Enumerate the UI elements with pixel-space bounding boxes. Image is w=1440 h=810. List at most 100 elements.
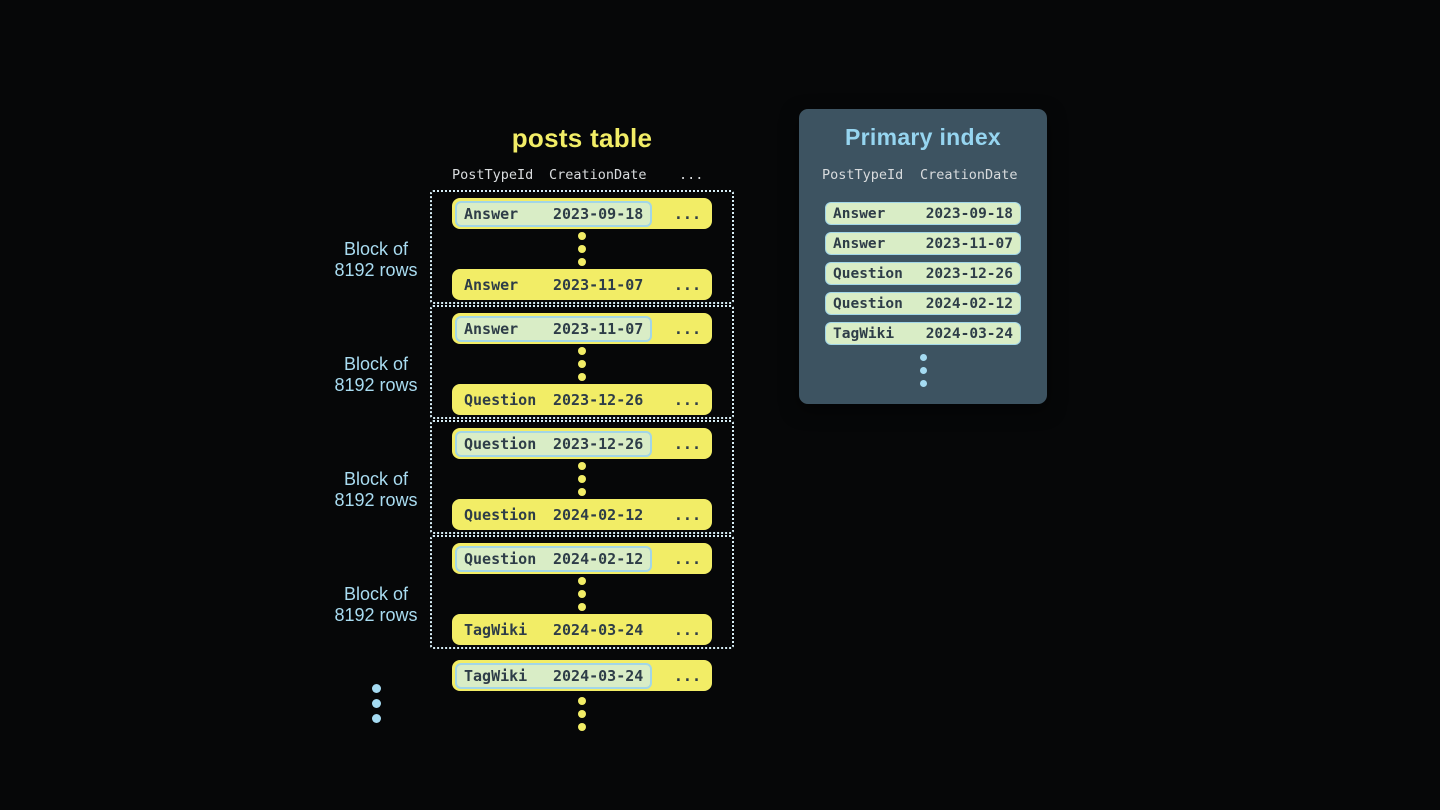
dot <box>578 590 586 598</box>
table-row: Answer 2023-11-07 ... <box>452 313 712 344</box>
index-row: Answer 2023-11-07 <box>825 232 1021 255</box>
index-row: Question 2023-12-26 <box>825 262 1021 285</box>
block-label-line2: 8192 rows <box>334 605 418 625</box>
post-type-cell: Answer <box>833 205 886 222</box>
block-label-line1: Block of <box>343 469 409 489</box>
dot <box>578 697 586 705</box>
dot <box>578 373 586 381</box>
dot <box>578 258 586 266</box>
index-row: TagWiki 2024-03-24 <box>825 322 1021 345</box>
post-type-cell: Question <box>464 549 537 568</box>
indexed-key-highlight: Answer 2023-09-18 <box>455 200 653 227</box>
creation-date-cell: 2024-02-12 <box>553 505 644 524</box>
block-label-line2: 8192 rows <box>334 490 418 510</box>
post-type-cell: Question <box>833 295 903 312</box>
block-label-4: Block of 8192 rows <box>280 584 472 626</box>
creation-date-cell: 2023-09-18 <box>553 204 644 223</box>
post-type-cell: Answer <box>833 235 886 252</box>
block-label-line1: Block of <box>343 354 409 374</box>
primary-index-column-headers: PostTypeId CreationDate <box>799 167 1047 185</box>
row-more-columns: ... <box>673 319 701 338</box>
table-row: Answer 2023-09-18 ... <box>452 198 712 229</box>
row-more-columns: ... <box>673 204 701 223</box>
ellipsis-dots-yellow <box>578 232 586 266</box>
ellipsis-dots-yellow <box>578 347 586 381</box>
ellipsis-dots-yellow <box>578 577 586 611</box>
creation-date-cell: 2023-12-26 <box>553 434 644 453</box>
creation-date-cell: 2024-03-24 <box>553 620 644 639</box>
indexed-key-highlight: Question 2023-12-26 <box>455 430 653 457</box>
creation-date-cell: 2023-09-18 <box>925 205 1013 222</box>
post-type-cell: Question <box>464 505 537 524</box>
creation-date-cell: 2023-11-07 <box>925 235 1013 252</box>
block-label-line1: Block of <box>343 239 409 259</box>
posts-header-more-columns: ... <box>679 167 704 183</box>
row-more-columns: ... <box>673 505 701 524</box>
row-cells: Question 2024-02-12 <box>455 502 652 528</box>
block-label-2: Block of 8192 rows <box>280 354 472 396</box>
dot <box>578 462 586 470</box>
row-block-1: Answer 2023-09-18 ... Answer 2023-11-07 … <box>430 190 734 304</box>
block-label-line2: 8192 rows <box>334 260 418 280</box>
block-label-line2: 8192 rows <box>334 375 418 395</box>
post-type-cell: TagWiki <box>833 325 895 342</box>
row-more-columns: ... <box>673 434 701 453</box>
post-type-cell: Question <box>464 390 537 409</box>
creation-date-cell: 2023-12-26 <box>553 390 644 409</box>
dot <box>919 367 927 374</box>
table-row: Question 2023-12-26 ... <box>452 428 712 459</box>
creation-date-cell: 2024-02-12 <box>553 549 644 568</box>
posts-table-column-headers: PostTypeId CreationDate ... <box>452 167 732 185</box>
row-cells: Question 2023-12-26 <box>455 387 652 413</box>
dot <box>919 380 927 387</box>
table-row: Answer 2023-11-07 ... <box>452 269 712 300</box>
more-rows-dots-yellow <box>578 697 586 731</box>
dot <box>578 603 586 611</box>
dot <box>578 245 586 253</box>
table-row: Question 2024-02-12 ... <box>452 543 712 574</box>
post-type-cell: Answer <box>464 319 519 338</box>
posts-header-posttypeid: PostTypeId <box>452 167 534 183</box>
creation-date-cell: 2024-02-12 <box>925 295 1013 312</box>
dot <box>578 488 586 496</box>
table-row: Question 2023-12-26 ... <box>452 384 712 415</box>
dot <box>371 684 381 693</box>
block-label-3: Block of 8192 rows <box>280 469 472 511</box>
dot <box>578 232 586 240</box>
dot <box>578 347 586 355</box>
posts-header-creationdate: CreationDate <box>549 167 647 183</box>
row-cells: TagWiki 2024-03-24 <box>455 617 652 643</box>
indexed-key-highlight: Answer 2023-11-07 <box>455 315 653 342</box>
posts-table-title: posts table <box>511 123 653 153</box>
post-type-cell: Question <box>464 434 537 453</box>
dot <box>578 360 586 368</box>
index-row: Answer 2023-09-18 <box>825 202 1021 225</box>
index-header-creationdate: CreationDate <box>920 167 1018 183</box>
row-more-columns: ... <box>673 549 701 568</box>
creation-date-cell: 2023-11-07 <box>553 275 644 294</box>
indexed-key-highlight: TagWiki 2024-03-24 <box>455 662 653 689</box>
dot <box>578 723 586 731</box>
creation-date-cell: 2023-12-26 <box>925 265 1013 282</box>
post-type-cell: TagWiki <box>464 620 528 639</box>
index-header-posttypeid: PostTypeId <box>822 167 904 183</box>
dot <box>578 710 586 718</box>
table-row: Question 2024-02-12 ... <box>452 499 712 530</box>
row-more-columns: ... <box>673 666 701 685</box>
creation-date-cell: 2024-03-24 <box>925 325 1013 342</box>
ellipsis-dots-yellow <box>578 462 586 496</box>
primary-index-rows: Answer 2023-09-18 Answer 2023-11-07 Ques… <box>825 202 1021 345</box>
dot <box>578 475 586 483</box>
primary-index-panel: Primary index PostTypeId CreationDate An… <box>799 109 1047 404</box>
dot <box>578 577 586 585</box>
block-label-1: Block of 8192 rows <box>280 239 472 281</box>
block-label-line1: Block of <box>343 584 409 604</box>
creation-date-cell: 2023-11-07 <box>553 319 644 338</box>
indexed-key-highlight: Question 2024-02-12 <box>455 545 653 572</box>
row-block-4: Question 2024-02-12 ... TagWiki 2024-03-… <box>430 535 734 649</box>
more-index-entries-dots-blue <box>799 354 1047 387</box>
post-type-cell: Answer <box>464 204 519 223</box>
row-block-2: Answer 2023-11-07 ... Question 2023-12-2… <box>430 305 734 419</box>
row-more-columns: ... <box>673 390 701 409</box>
